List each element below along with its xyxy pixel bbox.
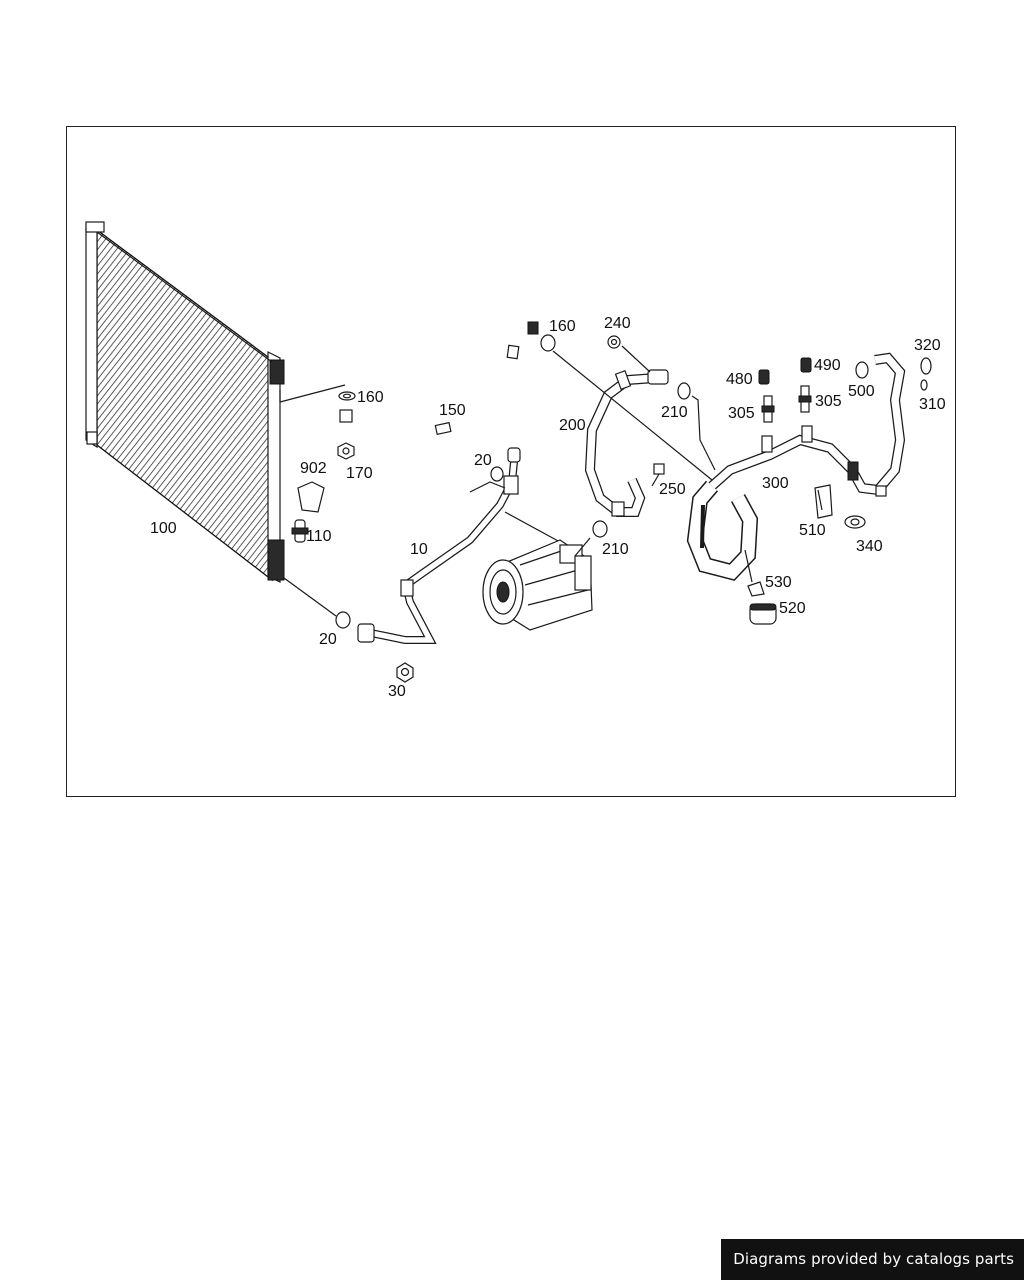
cap-490-part[interactable]: [800, 357, 812, 373]
o-ring-240-part[interactable]: [607, 335, 621, 349]
label-340: 340: [856, 538, 883, 555]
label-20b: 20: [474, 452, 492, 469]
nut-500-part[interactable]: [855, 361, 869, 379]
label-305a: 305: [728, 405, 755, 422]
leader-line-compressor: [504, 511, 561, 543]
o-ring-210a-part[interactable]: [677, 382, 691, 400]
label-200: 200: [559, 417, 586, 434]
label-300: 300: [762, 475, 789, 492]
label-480: 480: [726, 371, 753, 388]
label-310: 310: [919, 396, 946, 413]
label-520: 520: [779, 600, 806, 617]
compressor-part[interactable]: [482, 539, 593, 631]
o-ring-210b-part[interactable]: [592, 520, 608, 538]
o-ring-320-part[interactable]: [920, 357, 932, 375]
label-20a: 20: [319, 631, 337, 648]
label-902: 902: [300, 460, 327, 477]
label-510: 510: [799, 522, 826, 539]
label-210b: 210: [602, 541, 629, 558]
clip-340-part[interactable]: [844, 515, 866, 529]
o-ring-20a-part[interactable]: [335, 611, 351, 629]
leader-line-240: [621, 345, 651, 373]
o-ring-310-part[interactable]: [920, 379, 928, 391]
label-170: 170: [346, 465, 373, 482]
label-240: 240: [604, 315, 631, 332]
leader-line-160: [279, 384, 346, 403]
plug-110-part[interactable]: [291, 519, 309, 543]
nut-170-part[interactable]: [337, 442, 355, 460]
label-320: 320: [914, 337, 941, 354]
nut-30-part[interactable]: [396, 662, 414, 683]
pipe-150-part[interactable]: [339, 321, 539, 443]
pipe-300-part[interactable]: [686, 352, 906, 581]
leader-line-20a: [283, 577, 337, 617]
bracket-510-part[interactable]: [814, 484, 833, 519]
label-530: 530: [765, 574, 792, 591]
leader-line-210b: [574, 537, 591, 557]
o-ring-160b-part[interactable]: [540, 334, 556, 352]
hose-200-part[interactable]: [584, 369, 669, 517]
cap-480-part[interactable]: [758, 369, 770, 385]
leader-line-530: [744, 549, 753, 583]
cap-520-part[interactable]: [749, 603, 777, 625]
valve-305a-part[interactable]: [761, 395, 775, 423]
seal-530-part[interactable]: [747, 581, 765, 597]
label-160a: 160: [357, 389, 384, 406]
leader-line-160b: [552, 350, 713, 481]
condenser-part[interactable]: [85, 221, 285, 583]
dryer-cartridge-902-part[interactable]: [297, 481, 325, 513]
valve-305b-part[interactable]: [798, 385, 812, 413]
label-160b: 160: [549, 318, 576, 335]
label-150: 150: [439, 402, 466, 419]
o-ring-160-part[interactable]: [338, 391, 356, 401]
bolt-250-part[interactable]: [651, 463, 665, 487]
parts-diagram-frame: [66, 126, 956, 797]
label-10: 10: [410, 541, 428, 558]
leader-line-20b: [469, 481, 506, 493]
label-305b: 305: [815, 393, 842, 410]
leader-line-210a: [691, 395, 716, 471]
label-30: 30: [388, 683, 406, 700]
label-100: 100: [150, 520, 177, 537]
label-250: 250: [659, 481, 686, 498]
pipe-10-part[interactable]: [357, 447, 521, 644]
credit-badge: Diagrams provided by catalogs parts: [721, 1239, 1024, 1280]
o-ring-20b-part[interactable]: [490, 466, 504, 482]
label-500: 500: [848, 383, 875, 400]
label-110: 110: [306, 528, 332, 545]
label-210a: 210: [661, 404, 688, 421]
label-490: 490: [814, 357, 841, 374]
